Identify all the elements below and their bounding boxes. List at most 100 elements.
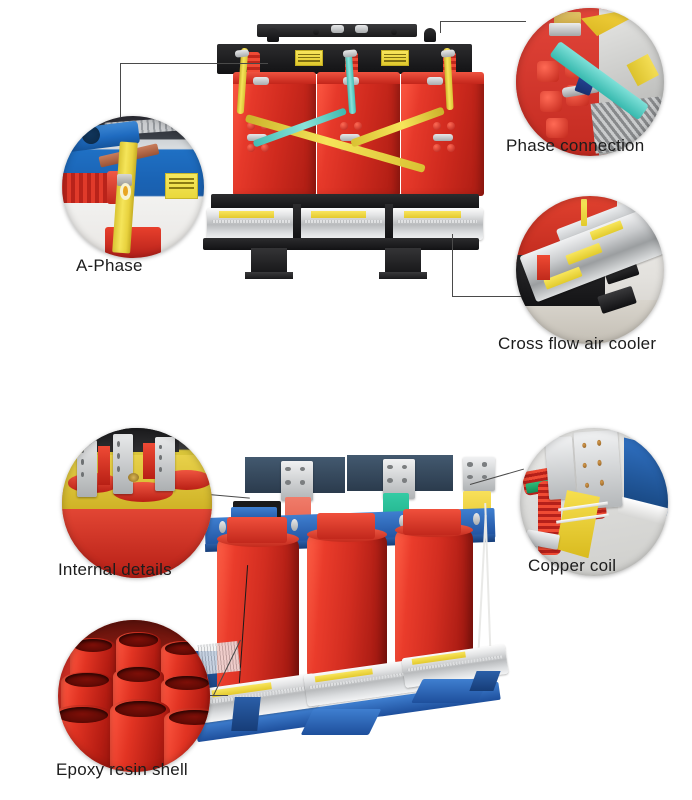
tap-stud-c3 — [433, 144, 441, 152]
pc-terminal-1 — [536, 61, 559, 82]
cooler-vent-3 — [396, 220, 478, 224]
id-bracket-1 — [77, 440, 97, 497]
cross-flow-cooler-photo-bubble[interactable] — [516, 196, 664, 344]
id-red-spacer-2 — [143, 443, 155, 479]
frame-hole-2 — [291, 519, 298, 531]
cc-bolt-hole-2 — [597, 439, 602, 446]
cooler-bracket-1 — [293, 204, 301, 238]
cc-bolt-hole-3 — [582, 462, 588, 469]
coil-cylinder-c — [395, 529, 473, 671]
cooler-label-3 — [403, 210, 461, 218]
cooler-label-1 — [219, 210, 274, 218]
id-red-coil-wall — [62, 509, 212, 578]
tap-stud-c2 — [447, 122, 455, 130]
cc-bolt-hole-5 — [585, 482, 590, 489]
copper-coil-photo-bubble[interactable] — [520, 428, 668, 576]
tap-stud-a4 — [261, 144, 269, 152]
cooler-label-2 — [311, 210, 366, 218]
cc-connection-plate-left — [544, 436, 576, 500]
connection-tab-c — [463, 457, 495, 491]
bottom-transformer-assembly — [195, 455, 509, 760]
terminal-bolt-2 — [391, 29, 397, 35]
caption-copper-coil: Copper coil — [528, 556, 617, 575]
air-cooler-1 — [207, 208, 295, 240]
a-phase-yellow-nameplate — [165, 172, 199, 199]
skid-foot-left — [231, 697, 261, 731]
cooler-vent-1 — [212, 220, 290, 224]
id-bracket-3 — [155, 437, 175, 491]
cf-top-strip — [581, 198, 588, 226]
ep-cylinder-front-3 — [164, 708, 210, 772]
tap-stud-b1 — [340, 122, 348, 130]
leader-cooler-vertical — [452, 234, 453, 296]
terminal-bolt-1 — [313, 29, 319, 35]
coil-vent-c — [427, 77, 443, 85]
cf-red-tab — [536, 255, 551, 281]
epoxy-resin-shell-photo-bubble[interactable] — [58, 620, 210, 772]
cc-bolt-hole-1 — [582, 442, 587, 449]
cc-bolt-hole-4 — [597, 459, 603, 466]
cooler-vent-2 — [304, 220, 382, 224]
leader-a-phase-horizontal — [120, 63, 268, 64]
coil-base-block-b — [317, 513, 375, 539]
pc-terminal-3 — [539, 90, 562, 112]
a-phase-warning-tag — [119, 182, 131, 200]
phase-connection-photo — [516, 8, 664, 156]
foot-plate-left — [245, 272, 293, 279]
top-transformer-assembly — [195, 22, 485, 279]
caption-a-phase: A-Phase — [76, 256, 143, 275]
leader-phase-connection-horizontal — [440, 21, 526, 22]
air-cooler-2 — [299, 208, 387, 240]
frame-hole-1 — [219, 521, 226, 533]
pc-silver-clamp — [548, 22, 582, 37]
tap-link-a — [247, 134, 267, 141]
nameplate-left — [295, 50, 323, 66]
connection-tab-a — [281, 461, 313, 501]
coil-vent-a — [253, 77, 269, 85]
internal-details-photo — [62, 428, 212, 578]
caption-phase-connection: Phase connection — [506, 136, 645, 155]
lifting-lug-left — [267, 28, 279, 42]
leader-cooler-horizontal — [452, 296, 528, 297]
base-rail — [211, 194, 479, 210]
phase-connection-photo-bubble[interactable] — [516, 8, 664, 156]
tap-link-c — [433, 134, 453, 141]
id-bolt-head — [128, 473, 139, 482]
a-phase-bolt — [117, 174, 132, 186]
id-red-spacer-1 — [98, 446, 110, 485]
lifting-lug-right — [424, 28, 436, 42]
cross-flow-cooler-photo — [516, 196, 664, 344]
caption-epoxy-resin-shell: Epoxy resin shell — [56, 760, 188, 779]
nameplate-right — [381, 50, 409, 66]
epoxy-resin-shell-photo — [58, 620, 210, 772]
tap-stud-a1 — [247, 122, 255, 130]
tap-stud-a3 — [247, 144, 255, 152]
tap-stud-c4 — [447, 144, 455, 152]
ep-cylinder-front-2 — [109, 699, 171, 772]
caption-internal-details: Internal details — [58, 560, 172, 579]
coil-base-block-c — [403, 509, 461, 535]
a-phase-photo — [62, 116, 204, 258]
hv-bushing-a — [247, 52, 260, 76]
terminal-pad-1 — [331, 25, 344, 33]
cc-bolt-hole-6 — [600, 479, 605, 486]
foot-plate-right — [379, 272, 427, 279]
internal-details-photo-bubble[interactable] — [62, 428, 212, 578]
cc-yellow-wedge — [555, 490, 600, 559]
frame-hole-4 — [473, 513, 480, 525]
cooler-bracket-2 — [385, 204, 393, 238]
connection-tab-b — [383, 459, 415, 499]
pc-terminal-5 — [545, 117, 568, 139]
air-cooler-3 — [391, 208, 483, 240]
ep-cylinder-front-1 — [58, 705, 113, 772]
leader-a-phase-vertical — [120, 63, 121, 147]
tap-link-b — [340, 134, 360, 141]
terminal-pad-2 — [355, 25, 368, 33]
frame-hole-3 — [399, 515, 406, 527]
a-phase-photo-bubble[interactable] — [62, 116, 204, 258]
leader-phase-connection-vertical — [440, 21, 441, 33]
tap-stud-b2 — [354, 122, 362, 130]
coil-cylinder-a — [217, 537, 299, 697]
skid-rail-center — [300, 709, 382, 735]
bottom-frame-channel — [203, 238, 479, 250]
